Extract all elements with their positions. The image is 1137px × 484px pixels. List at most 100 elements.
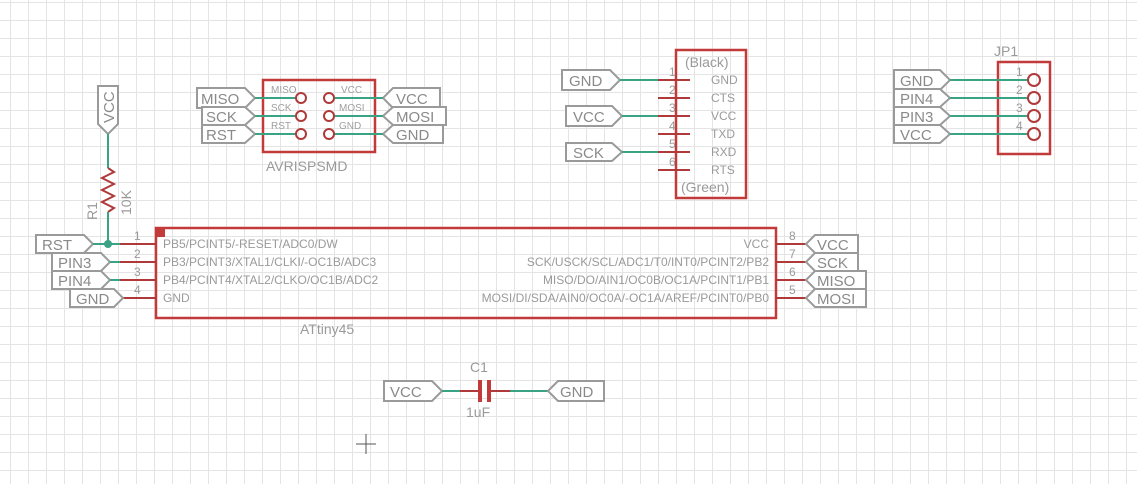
net-label-miso-mcu[interactable] (804, 270, 867, 290)
jp1-pad-3[interactable] (1027, 109, 1041, 123)
jp1-pin-3-num: 3 (1016, 101, 1023, 115)
ftdi-pin-5-name: RXD (711, 145, 737, 159)
net-label-vcc-jp1[interactable] (893, 124, 952, 144)
mcu-pin-4-name: GND (163, 291, 190, 305)
net-label-vcc-cap[interactable] (383, 380, 444, 402)
jp1-pad-2[interactable] (1027, 91, 1041, 105)
net-label-miso-isp[interactable] (196, 87, 257, 109)
net-label-rst-isp-text: RST (206, 127, 236, 144)
net-label-vcc-r1-text: VCC (101, 91, 118, 123)
net-label-pin4-jp1-text: PIN4 (900, 91, 933, 108)
mcu-pin-5-num: 5 (789, 283, 796, 297)
jp1-pin-1-num: 1 (1016, 65, 1023, 79)
net-label-sck-mcu-text: SCK (817, 255, 848, 272)
attiny45-pin1-marker (156, 228, 165, 237)
net-label-pin4-mcu[interactable] (51, 270, 112, 290)
resistor-r1-group[interactable]: VCC R1 10K (84, 85, 134, 248)
net-label-miso-mcu-text: MISO (817, 273, 855, 290)
mcu-pin-1-name: PB5/PCINT5/-RESET/ADC0/DW (163, 237, 338, 251)
isp-header-name: AVRISPSMD (266, 158, 347, 174)
net-label-miso-isp-text: MISO (201, 91, 239, 108)
mcu-pin-6-num: 6 (789, 265, 796, 279)
net-label-pin4-mcu-text: PIN4 (58, 273, 91, 290)
net-label-sck-ftdi-text: SCK (573, 145, 604, 162)
attiny45-name: ATtiny45 (300, 321, 354, 337)
net-label-vcc-ftdi-text: VCC (573, 109, 605, 126)
net-label-gnd-isp-text: GND (396, 127, 430, 144)
mcu-pin-6-name: MISO/DO/AIN1/OC0B/OC1A/PCINT1/PB1 (543, 273, 769, 287)
net-label-sck-isp[interactable] (201, 106, 257, 126)
jp1-header-group[interactable]: JP1 GND PIN4 PIN3 VCC 1 2 3 4 (893, 43, 1052, 156)
capacitor-c1-value: 1uF (466, 404, 490, 420)
net-label-pin3-mcu[interactable] (51, 252, 112, 272)
net-label-vcc-cap-text: VCC (390, 384, 422, 401)
isp-pin-rst-name: RST (271, 121, 291, 132)
net-label-gnd-ftdi-text: GND (569, 73, 603, 90)
net-label-sck-mcu[interactable] (804, 252, 859, 272)
ftdi-pin-1-name: GND (711, 73, 738, 87)
capacitor-c1-plate-right[interactable] (487, 380, 491, 402)
isp-pad-vcc[interactable] (323, 92, 335, 104)
net-label-pin3-mcu-text: PIN3 (58, 255, 91, 272)
ftdi-pin-3-name: VCC (711, 109, 737, 123)
mcu-pin-8-num: 8 (789, 229, 796, 243)
mcu-pin-3-num: 3 (134, 265, 141, 279)
jp1-header-name: JP1 (994, 43, 1018, 59)
net-label-vcc-ftdi[interactable] (565, 105, 624, 127)
resistor-r1-name: R1 (84, 202, 100, 220)
net-label-vcc-r1[interactable] (97, 85, 119, 136)
isp-pin-miso-name: MISO (271, 85, 297, 96)
ftdi-pin-2-num: 2 (669, 83, 676, 97)
isp-pin-gnd-name: GND (339, 121, 361, 132)
isp-pad-gnd[interactable] (323, 128, 335, 140)
attiny45-group[interactable]: ATtiny45 1 2 3 4 8 7 6 5 PB5/PCINT5/-RES… (35, 226, 867, 337)
ftdi-pin-4-name: TXD (711, 127, 735, 141)
net-label-gnd-mcu[interactable] (69, 288, 125, 308)
ftdi-bottom-label: (Green) (681, 179, 729, 195)
mcu-pin-7-name: SCK/USCK/SCL/ADC1/T0/INT0/PCINT2/PB2 (527, 255, 769, 269)
jp1-pad-1[interactable] (1027, 73, 1041, 87)
ftdi-pin-5-num: 5 (669, 137, 676, 151)
ftdi-header-body[interactable] (674, 48, 748, 200)
isp-pin-vcc-name: VCC (341, 85, 362, 96)
net-label-pin3-jp1[interactable] (893, 106, 952, 126)
jp1-pin-4-num: 4 (1016, 119, 1023, 133)
jp1-header-body[interactable] (996, 60, 1052, 156)
isp-pad-miso[interactable] (295, 92, 307, 104)
isp-pad-sck[interactable] (295, 110, 307, 122)
isp-pin-mosi-name: MOSI (339, 103, 365, 114)
mcu-pin-2-num: 2 (134, 247, 141, 261)
net-label-rst-mcu[interactable] (35, 234, 95, 254)
net-label-rst-isp[interactable] (201, 124, 257, 144)
net-label-gnd-isp[interactable] (381, 124, 444, 144)
resistor-r1-body[interactable] (99, 167, 117, 213)
isp-header-group[interactable]: MISO SCK RST VCC MOSI GND MISO SCK RST V… (196, 78, 447, 174)
net-label-vcc-mcu[interactable] (804, 234, 859, 254)
capacitor-c1-plate-left[interactable] (478, 380, 482, 402)
net-label-vcc-isp[interactable] (381, 87, 441, 109)
net-label-vcc-mcu-text: VCC (817, 237, 849, 254)
net-label-rst-mcu-text: RST (42, 237, 72, 254)
jp1-pad-4[interactable] (1027, 127, 1041, 141)
net-label-gnd-jp1-text: GND (900, 73, 934, 90)
jp1-pin-2-num: 2 (1016, 83, 1023, 97)
net-label-mosi-mcu-text: MOSI (817, 291, 855, 308)
net-label-gnd-mcu-text: GND (76, 291, 110, 308)
net-label-pin4-jp1[interactable] (893, 88, 952, 108)
capacitor-c1-name: C1 (470, 359, 488, 375)
ftdi-header-group[interactable]: (Black) (Green) 1 2 3 4 5 6 GND CTS VCC … (561, 48, 748, 200)
net-label-sck-ftdi[interactable] (565, 142, 624, 162)
attiny45-body[interactable] (154, 226, 778, 320)
net-label-mosi-mcu[interactable] (804, 288, 867, 308)
net-label-gnd-cap[interactable] (546, 380, 605, 402)
isp-pad-mosi[interactable] (323, 110, 335, 122)
isp-pad-rst[interactable] (295, 128, 307, 140)
ftdi-pin-6-num: 6 (669, 155, 676, 169)
mcu-pin-4-num: 4 (134, 283, 141, 297)
ftdi-pin-1-num: 1 (669, 65, 676, 79)
capacitor-c1-group[interactable]: VCC GND C1 1uF (383, 359, 605, 420)
net-label-mosi-isp[interactable] (381, 106, 447, 126)
net-label-gnd-jp1[interactable] (893, 69, 952, 91)
net-label-gnd-ftdi[interactable] (561, 69, 622, 91)
